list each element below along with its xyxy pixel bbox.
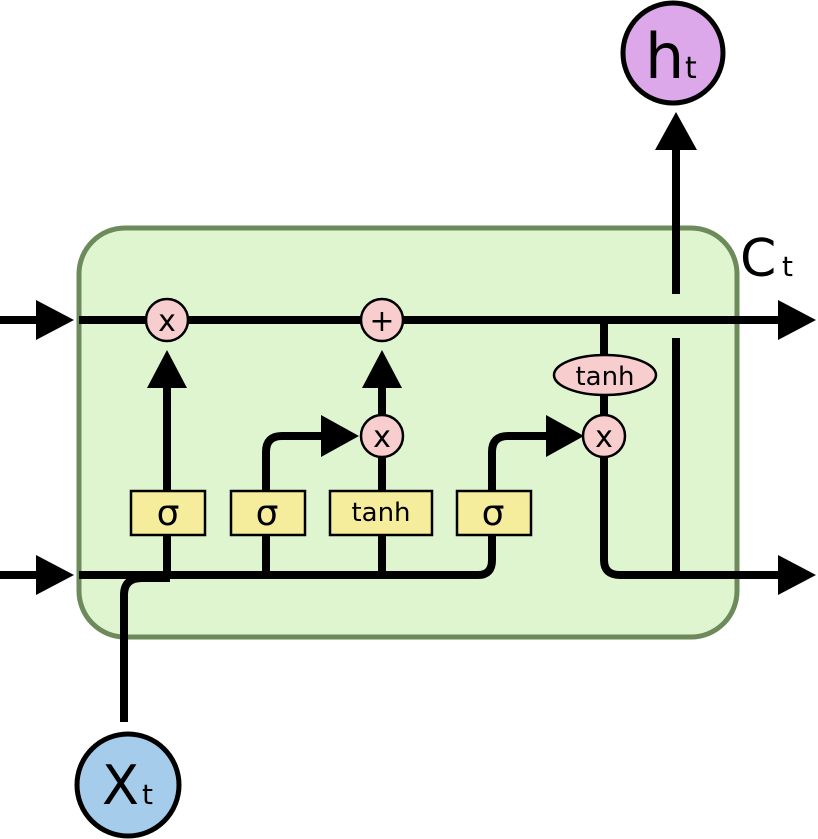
ht-arrowhead (655, 112, 697, 150)
input-gate-line (262, 432, 325, 575)
hidden-input-arrowhead (36, 555, 74, 595)
forget-gate-arrowhead (147, 350, 187, 388)
pointwise-input-multiply: x (359, 413, 405, 459)
hidden-output-arrowhead (778, 555, 816, 595)
sigma-label: σ (157, 493, 180, 534)
tanh-label: tanh (351, 498, 410, 528)
input-node-xt: X t (74, 731, 182, 839)
cell-state-subscript: t (782, 250, 793, 283)
add-arrowhead (362, 350, 402, 388)
sigma-label: σ (482, 493, 505, 534)
hidden-concat-line (79, 535, 496, 579)
output-gate-line (488, 432, 548, 495)
layer-input-gate: σ (229, 489, 307, 537)
output-letter: h (645, 20, 684, 93)
multiply-icon: x (158, 304, 176, 339)
output-gate-arrowhead (546, 415, 584, 457)
layer-forget-gate: σ (129, 489, 207, 537)
output-node-ht: h t (620, 0, 726, 106)
sigma-label: σ (256, 493, 279, 534)
input-letter: X (102, 754, 139, 817)
multiply-icon: x (373, 420, 391, 455)
cell-state-input-arrowhead (36, 300, 74, 340)
layer-output-gate: σ (455, 489, 533, 537)
pointwise-output-multiply: x (581, 413, 627, 459)
input-subscript: t (142, 778, 153, 811)
cell-state-letter: C (740, 229, 776, 289)
output-subscript: t (685, 51, 697, 86)
pointwise-add: + (359, 297, 405, 343)
plus-icon: + (369, 304, 394, 339)
input-gate-arrowhead (321, 415, 359, 457)
layer-candidate: tanh (328, 489, 434, 537)
cell-state-output-arrowhead (778, 300, 816, 340)
multiply-icon: x (595, 420, 613, 455)
pointwise-forget-multiply: x (144, 297, 190, 343)
hidden-output-line (600, 455, 782, 579)
cell-state-label: C t (740, 229, 793, 289)
input-x-line (120, 574, 170, 722)
pointwise-tanh: tanh (552, 353, 658, 397)
pointwise-tanh-label: tanh (575, 362, 634, 392)
